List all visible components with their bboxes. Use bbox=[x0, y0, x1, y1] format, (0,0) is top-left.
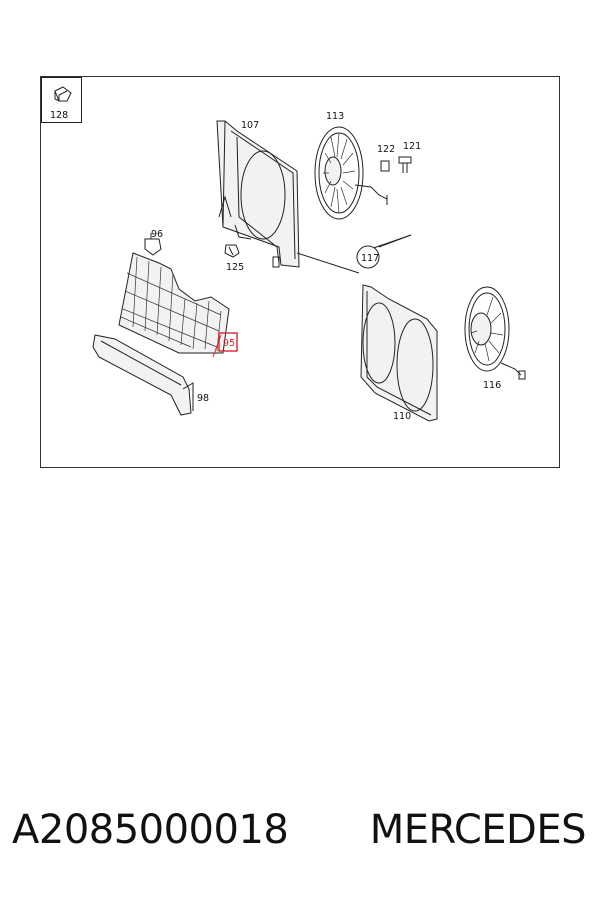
caption-bar: A2085000018 MERCEDES bbox=[0, 800, 600, 860]
label-113: 113 bbox=[326, 111, 344, 122]
part-98-trim[interactable]: 98 bbox=[92, 334, 209, 416]
label-125: 125 bbox=[226, 262, 244, 273]
part-122-grommet[interactable]: 122 bbox=[377, 144, 395, 172]
label-98: 98 bbox=[197, 393, 209, 404]
label-95: 95 bbox=[223, 338, 235, 349]
label-128: 128 bbox=[50, 110, 68, 121]
part-116-fan[interactable]: 116 bbox=[464, 286, 526, 391]
label-110: 110 bbox=[393, 411, 411, 422]
label-121: 121 bbox=[403, 141, 421, 152]
part-107-shroud[interactable]: 107 bbox=[216, 120, 300, 268]
part-96-clip[interactable]: 96 bbox=[144, 229, 163, 256]
part-number: A2085000018 bbox=[12, 807, 289, 853]
diagram-svg: 128 107 125 113 bbox=[41, 77, 526, 422]
part-121-bolt[interactable]: 121 bbox=[398, 141, 421, 173]
part-113-fan[interactable]: 113 bbox=[314, 111, 388, 220]
brand-name: MERCEDES bbox=[369, 807, 587, 853]
label-117: 117 bbox=[361, 253, 379, 264]
label-96: 96 bbox=[151, 229, 163, 240]
highlight-box-95 bbox=[218, 332, 238, 352]
part-128-inset[interactable]: 128 bbox=[41, 77, 82, 123]
part-117-callout[interactable]: 117 bbox=[296, 234, 412, 274]
label-107: 107 bbox=[241, 120, 259, 131]
parts-diagram: 128 107 125 113 bbox=[40, 76, 560, 468]
label-122: 122 bbox=[377, 144, 395, 155]
part-95-grille[interactable]: 95 bbox=[118, 252, 238, 358]
part-125-clip[interactable]: 125 bbox=[224, 244, 244, 273]
label-116: 116 bbox=[483, 380, 501, 391]
part-110-shroud[interactable]: 110 bbox=[360, 284, 438, 422]
